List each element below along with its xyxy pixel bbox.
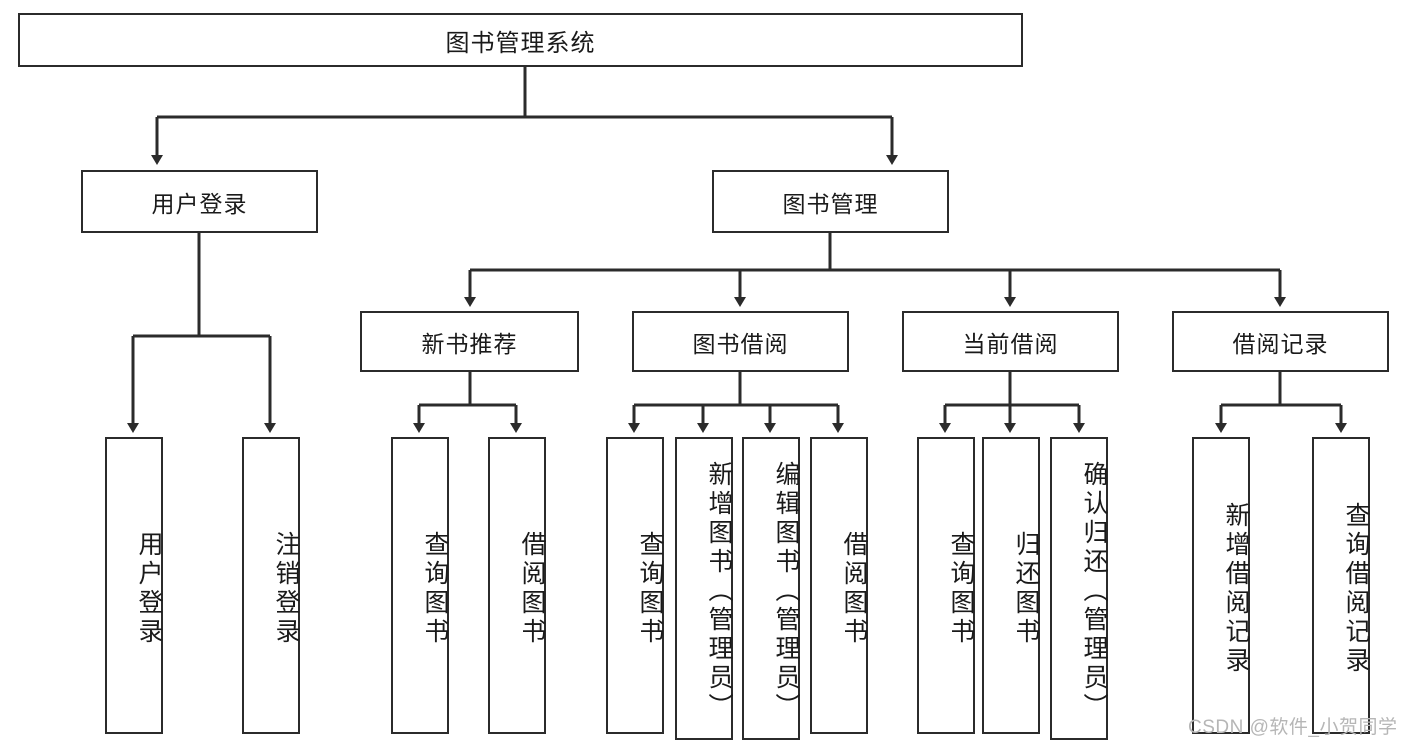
node-label: 归还图书 bbox=[1012, 530, 1040, 647]
leaf-borrow-borrow-book[interactable]: 借阅图书 bbox=[810, 437, 868, 734]
node-user-login[interactable]: 用户登录 bbox=[81, 170, 318, 233]
node-current-borrow[interactable]: 当前借阅 bbox=[902, 311, 1119, 372]
node-label: 图书借阅 bbox=[692, 330, 789, 357]
node-label: 新增图书（管理员） bbox=[705, 461, 733, 722]
node-label: 用户登录 bbox=[135, 530, 163, 647]
leaf-recommend-query-book[interactable]: 查询图书 bbox=[391, 437, 449, 734]
leaf-record-query-record[interactable]: 查询借阅记录 bbox=[1312, 437, 1370, 734]
node-label: 查询借阅记录 bbox=[1342, 501, 1370, 676]
leaf-borrow-add-book-admin[interactable]: 新增图书（管理员） bbox=[675, 437, 733, 740]
node-label: 借阅图书 bbox=[840, 530, 868, 647]
node-label: 注销登录 bbox=[272, 530, 300, 647]
leaf-recommend-borrow-book[interactable]: 借阅图书 bbox=[488, 437, 546, 734]
node-label: 借阅记录 bbox=[1232, 330, 1329, 357]
node-label: 新书推荐 bbox=[421, 330, 518, 357]
csdn-watermark: CSDN @软件_小贺同学 bbox=[1188, 717, 1398, 738]
leaf-current-return-book[interactable]: 归还图书 bbox=[982, 437, 1040, 734]
node-label: 查询图书 bbox=[947, 530, 975, 647]
node-label: 查询图书 bbox=[636, 530, 664, 647]
node-new-book-recommend[interactable]: 新书推荐 bbox=[360, 311, 579, 372]
leaf-current-query-book[interactable]: 查询图书 bbox=[917, 437, 975, 734]
node-book-management[interactable]: 图书管理 bbox=[712, 170, 949, 233]
node-label: 新增借阅记录 bbox=[1222, 501, 1250, 676]
leaf-user-login-login[interactable]: 用户登录 bbox=[105, 437, 163, 734]
node-label: 当前借阅 bbox=[962, 330, 1059, 357]
node-label: 图书管理 bbox=[782, 190, 879, 217]
leaf-borrow-query-book[interactable]: 查询图书 bbox=[606, 437, 664, 734]
node-label: 图书管理系统 bbox=[445, 29, 596, 57]
node-book-borrow[interactable]: 图书借阅 bbox=[632, 311, 849, 372]
leaf-current-confirm-return-admin[interactable]: 确认归还（管理员） bbox=[1050, 437, 1108, 740]
leaf-record-add-record[interactable]: 新增借阅记录 bbox=[1192, 437, 1250, 734]
leaf-borrow-edit-book-admin[interactable]: 编辑图书（管理员） bbox=[742, 437, 800, 740]
node-label: 确认归还（管理员） bbox=[1080, 461, 1108, 722]
node-label: 编辑图书（管理员） bbox=[772, 461, 800, 722]
node-label: 用户登录 bbox=[151, 190, 248, 217]
node-borrow-record[interactable]: 借阅记录 bbox=[1172, 311, 1389, 372]
node-label: 查询图书 bbox=[421, 530, 449, 647]
node-root-system[interactable]: 图书管理系统 bbox=[18, 13, 1023, 67]
leaf-user-login-logout[interactable]: 注销登录 bbox=[242, 437, 300, 734]
node-label: 借阅图书 bbox=[518, 530, 546, 647]
